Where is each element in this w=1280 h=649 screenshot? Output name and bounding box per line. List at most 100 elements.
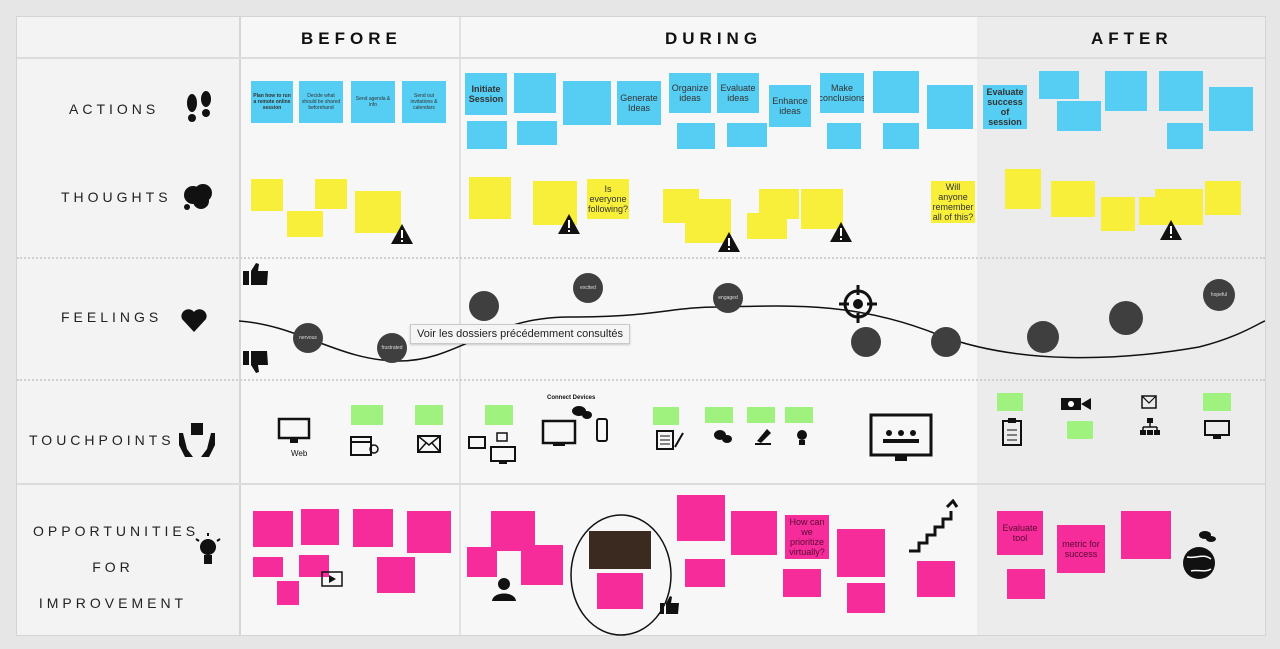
warning-icon [558,214,580,234]
touchpoint-web-label: Web [291,449,308,458]
sticky-note-blue [1105,71,1147,111]
sticky-note-pink [377,557,415,593]
thumbs-up-icon [243,263,268,285]
sticky-note-blue [927,85,973,129]
sticky-note-yellow: Will anyone remember all of this? [931,181,975,223]
row-label-thoughts: THOUGHTS [61,189,172,205]
sticky-note-pink [837,529,885,577]
feeling-dot: hopeful [1203,279,1235,311]
hands-holding-box-icon [179,423,215,457]
sticky-note-blue: Evaluate success of session [983,85,1027,129]
sticky-note-green [785,407,813,423]
sticky-note-blue: Make conclusions [820,73,864,113]
monitor-icon [277,417,311,443]
sticky-note-pink [783,569,821,597]
sticky-note-yellow [1051,181,1095,217]
sticky-note-yellow [469,177,511,219]
sticky-note-yellow [251,179,283,211]
sticky-note-blue: Organize ideas [669,73,711,113]
marker-icon [755,429,771,445]
sticky-note-green [351,405,383,425]
sticky-note-pink [677,495,725,541]
sticky-note-blue [514,73,556,113]
sticky-note-blue [1057,101,1101,131]
sticky-note-blue [827,123,861,149]
warning-icon [830,222,852,242]
sticky-note-yellow [1155,189,1203,225]
row-label-actions: ACTIONS [69,101,160,117]
video-play-icon [321,571,343,587]
calendar-icon [350,436,379,456]
row-label-column [17,17,239,635]
envelope-icon [417,435,441,453]
row-divider [17,257,1265,259]
row-label-feelings: FEELINGS [61,309,163,325]
sticky-note-blue: Initiate Session [465,73,507,115]
thumbs-up-icon [660,596,679,614]
phase-before: BEFORE [301,29,402,48]
document-pen-icon [656,430,684,450]
chat-bubbles-icon [714,430,732,443]
thumbs-down-icon [243,351,268,373]
sticky-note-yellow [315,179,347,209]
sticky-note-blue [727,123,767,147]
sticky-note-blue [467,121,507,149]
row-divider [17,57,1265,59]
sticky-note-pink [1121,511,1171,559]
row-divider [17,483,1265,485]
sticky-note-pink [521,545,563,585]
sticky-note-pink [407,511,451,553]
feeling-dot: excited [573,273,603,303]
sticky-note-blue [1159,71,1203,111]
sticky-note-blue: Evaluate ideas [717,73,759,113]
sticky-note-pink [467,547,497,577]
phase-during: DURING [665,29,763,48]
heart-icon [181,309,207,332]
sticky-note-pink [597,573,643,609]
sticky-note-blue: Send agenda & info [351,81,395,123]
sticky-note-green [415,405,443,425]
sticky-note-pink [353,509,393,547]
feeling-dot [931,327,961,357]
sticky-note-yellow [1005,169,1041,209]
sticky-note-blue [563,81,611,125]
sticky-note-blue: Generate Ideas [617,81,661,125]
monitor-icon [1204,420,1230,439]
feeling-dot [1109,301,1143,335]
warning-icon [1160,220,1182,240]
row-label-opportunities: OPPORTUNITIES FOR IMPROVEMENT [33,523,200,611]
sticky-note-pink: metric for success [1057,525,1105,573]
sticky-note-blue: Enhance ideas [769,85,811,127]
sticky-note-yellow [355,191,401,233]
sticky-note-yellow [1101,197,1135,231]
sticky-note-blue [1209,87,1253,131]
sticky-note-yellow [747,213,787,239]
row-label-touchpoints: TOUCHPOINTS [29,432,175,448]
warning-icon [718,232,740,252]
sticky-note-yellow [1205,181,1241,215]
video-meeting-screen-icon [869,413,933,461]
target-icon [839,285,877,323]
sticky-note-green [1067,421,1093,439]
video-camera-icon [1061,398,1091,410]
sticky-note-pink [491,511,535,551]
connect-devices-label: Connect Devices [547,395,596,401]
feeling-dot [1027,321,1059,353]
sticky-note-yellow: Is everyone following? [587,179,629,219]
lightbulb-icon [195,533,221,564]
sticky-note-yellow [685,199,731,243]
connect-devices-icon [541,406,608,446]
highlight-circle [570,514,672,636]
sticky-note-pink [253,557,283,577]
column-divider [239,17,241,635]
tooltip: Voir les dossiers précédemment consultés [410,324,631,344]
sticky-note-pink [917,561,955,597]
sticky-note-pink [301,509,339,545]
thought-bubble-icon [184,184,212,210]
sticky-note-yellow [801,189,843,229]
sticky-note-green [485,405,513,425]
sticky-note-green [653,407,679,425]
sticky-note-blue [677,123,715,149]
sticky-note-blue [873,71,919,113]
sticky-note-green [1203,393,1231,411]
